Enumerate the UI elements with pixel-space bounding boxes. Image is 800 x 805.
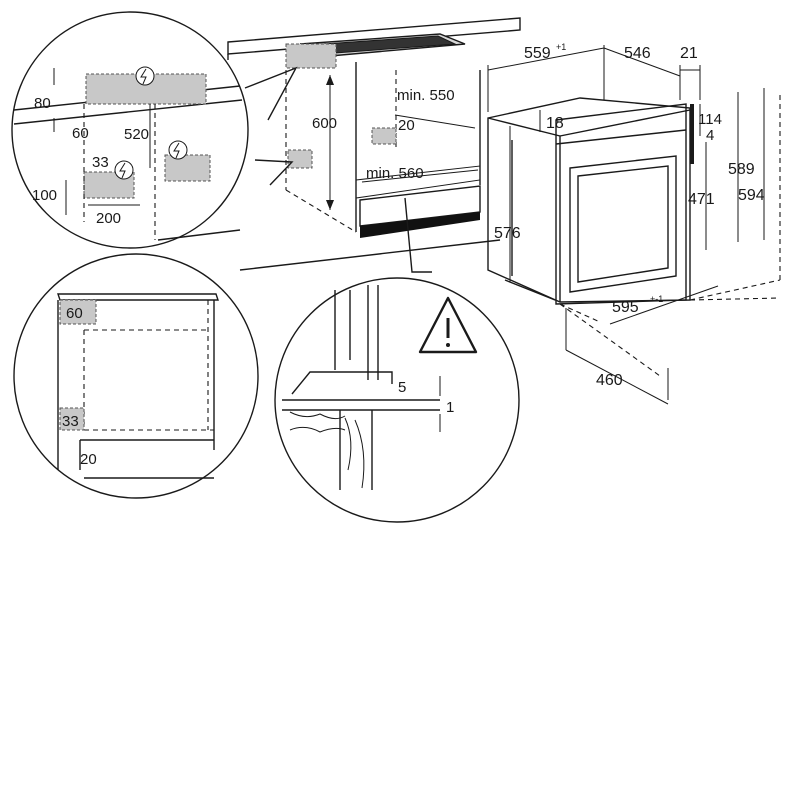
dim-460: 460	[596, 372, 623, 389]
dim-20-niche: 20	[398, 117, 415, 134]
dim-33: 33	[92, 154, 109, 171]
dim-520: 520	[124, 126, 149, 143]
dim-594: 594	[738, 187, 765, 204]
vent-zone-bottom	[59, 407, 85, 431]
dim-60-top: 60	[66, 305, 83, 322]
dim-595: 595	[612, 299, 639, 316]
dim-80: 80	[34, 95, 51, 112]
dim-20-bottom: 20	[80, 451, 97, 468]
electric-zone-right	[164, 154, 211, 182]
dim-595-tolerance: +-1	[650, 294, 663, 304]
dim-5: 5	[398, 379, 406, 396]
electric-connection-icon	[114, 160, 134, 180]
dim-21: 21	[680, 45, 698, 62]
dim-18: 18	[546, 115, 564, 132]
electric-connection-icon	[168, 140, 188, 160]
dim-200: 200	[96, 210, 121, 227]
dim-100: 100	[32, 187, 57, 204]
dim-600: 600	[312, 115, 337, 132]
dim-60: 60	[72, 125, 89, 142]
electric-box-top	[285, 43, 337, 69]
dim-min-560: min. 560	[366, 165, 424, 182]
dim-471: 471	[688, 191, 715, 208]
oven-drawing: 559 +1 546 21 576 18 114 4 471 589 594 5…	[487, 42, 781, 405]
detail-circle-electrical: 80 60 520 33 100 200	[11, 11, 249, 249]
dim-589: 589	[728, 161, 755, 178]
dim-559-tolerance: +1	[556, 42, 566, 52]
electric-box-inner	[371, 127, 397, 145]
dim-114: 114	[698, 111, 722, 128]
dim-1: 1	[446, 399, 454, 416]
dim-576: 576	[494, 225, 521, 242]
cabinet-scene: 600 min. 550 20 min. 560	[227, 17, 521, 273]
detail-circle-gap: 5 1	[274, 277, 520, 523]
dim-4: 4	[706, 127, 714, 144]
dim-559: 559	[524, 45, 551, 62]
vent-zone-top	[59, 299, 97, 325]
warning-icon	[418, 296, 478, 354]
dim-33-bottom: 33	[62, 413, 79, 430]
detail-circle-ventilation: 60 33 20	[13, 253, 259, 499]
electric-box-side	[287, 149, 313, 169]
dim-min-550: min. 550	[397, 87, 455, 104]
electric-connection-icon	[135, 66, 155, 86]
dim-546: 546	[624, 45, 651, 62]
